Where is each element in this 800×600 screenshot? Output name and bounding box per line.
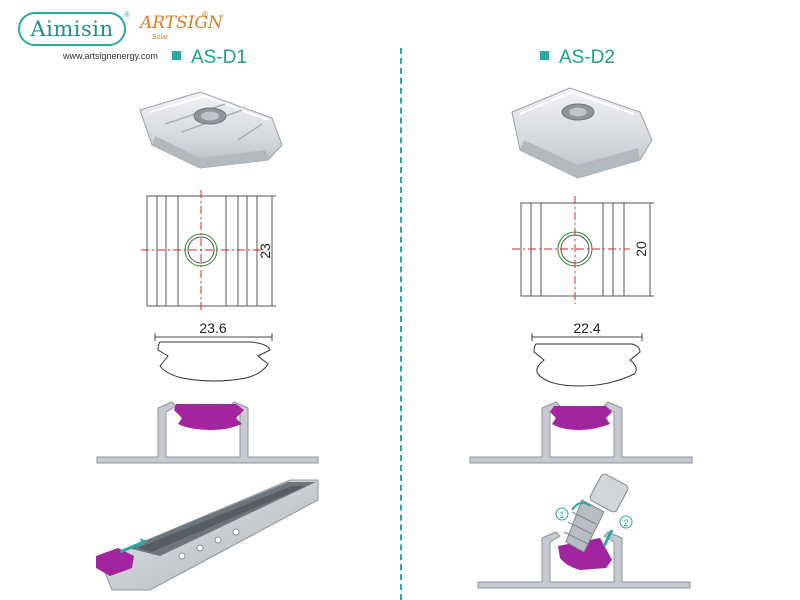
d1-rail-section (96, 401, 319, 464)
d1-nut-insert (96, 548, 134, 576)
column-divider (400, 48, 402, 600)
d2-height-dimension: 20 (633, 241, 649, 257)
d1-top-view (141, 190, 276, 312)
d2-nut-3d (511, 87, 653, 179)
website-url: www.artsignenergy.com (63, 51, 158, 61)
step-2-badge: 2 (623, 518, 628, 528)
artsign-logo: ARTSIGN (140, 13, 223, 33)
d2-width-dimension: 22.4 (573, 320, 600, 336)
product-label-d1-text: AS-D1 (191, 47, 247, 68)
product-label-d2: AS-D2 (540, 47, 615, 69)
label-square-icon (540, 51, 549, 61)
d1-insert-arrow-icon (119, 539, 147, 554)
d1-width-dimension: 23.6 (199, 320, 226, 336)
product-label-d1: AS-D1 (172, 47, 247, 69)
aimisin-reg-mark: ® (124, 10, 130, 19)
d1-height-dimension: 23 (257, 243, 273, 259)
d2-rail-section (469, 401, 693, 464)
product-label-d2-text: AS-D2 (559, 47, 615, 68)
d1-rail-3d (96, 479, 319, 591)
aimisin-logo: Aimisin (18, 12, 126, 46)
d2-install-view: 1 2 (477, 473, 691, 589)
bolt-icon (563, 473, 629, 553)
push-arrow-icon (602, 529, 614, 547)
d1-nut-3d (139, 91, 283, 169)
aimisin-logo-text: Aimisin (30, 17, 114, 41)
d2-profile-view (531, 333, 643, 387)
d2-top-view (512, 196, 654, 304)
rotate-arrow-icon (571, 501, 591, 511)
label-square-icon (172, 51, 181, 61)
d1-profile-view (154, 333, 273, 382)
artsign-solar-text: Solar (152, 34, 169, 41)
artsign-reg-mark: ® (202, 10, 208, 19)
step-1-badge: 1 (559, 510, 564, 520)
